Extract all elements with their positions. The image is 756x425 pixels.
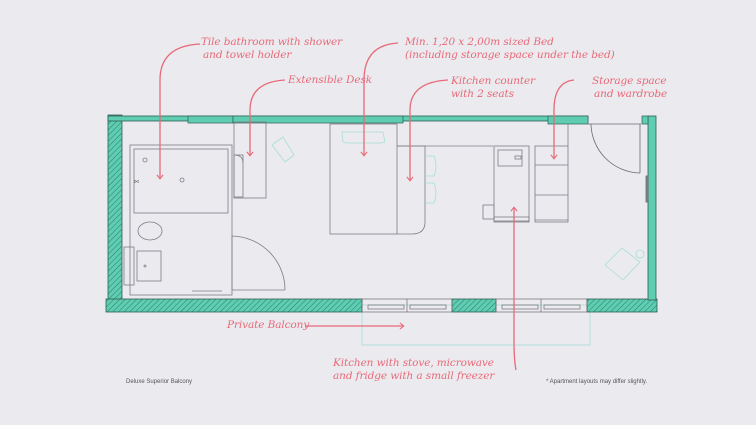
- balcony-windows: [361, 298, 588, 313]
- bottom-wall-left: [105, 298, 363, 313]
- right-wall: [647, 115, 657, 301]
- bathroom: ⋈: [123, 144, 286, 296]
- disclaimer-caption: * Apartment layouts may differ slightly.: [546, 379, 648, 385]
- left-wall: [107, 114, 123, 301]
- annotation-balcony: Private Balcony: [227, 319, 310, 331]
- bottom-wall-right: [586, 298, 658, 313]
- balcony-chair: [604, 247, 645, 281]
- entry-door: [588, 123, 649, 203]
- annotation-kitchen: Kitchen with stove, microwave and fridge…: [333, 357, 495, 382]
- kitchenette: [482, 124, 569, 223]
- annotation-desk: Extensible Desk: [288, 74, 373, 86]
- room-name-caption: Deluxe Superior Balcony: [126, 379, 193, 385]
- annotation-storage: Storage space and wardrobe: [592, 75, 668, 100]
- kitchen-counter: [397, 145, 493, 235]
- annotation-bathroom: Tile bathroom with shower and towel hold…: [201, 36, 343, 61]
- annotation-bed: Min. 1,20 x 2,00m sized Bed (including s…: [405, 36, 615, 61]
- svg-text:⋈: ⋈: [134, 179, 139, 185]
- extensible-desk: [233, 121, 295, 199]
- annotation-kitchen-counter: Kitchen counter with 2 seats: [451, 75, 536, 100]
- annotation-arrows: [156, 42, 575, 371]
- bottom-wall-mid: [451, 298, 497, 313]
